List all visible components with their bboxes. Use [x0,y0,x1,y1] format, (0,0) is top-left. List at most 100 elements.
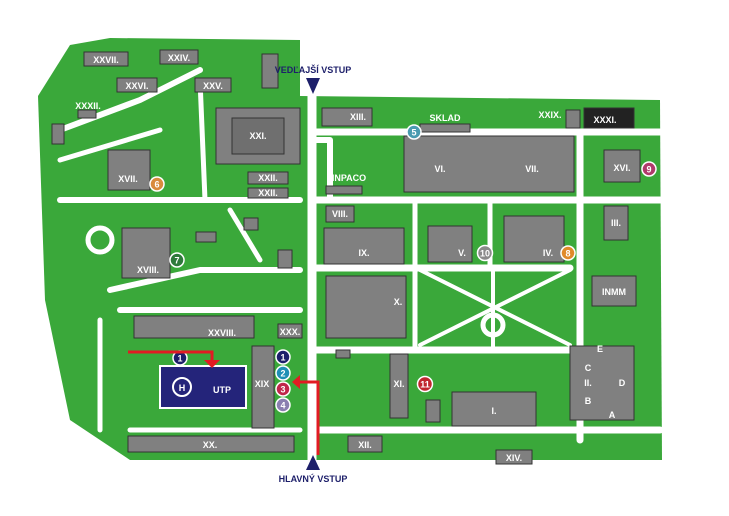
marker-2-circle [275,365,291,381]
building-iii [603,205,629,241]
label-vii: VII. [525,164,539,174]
marker-11-circle [416,375,434,393]
marker-11[interactable]: 11 [416,375,434,393]
label-xxvii: XXVII. [93,55,119,65]
label-b: B [585,396,592,406]
marker-6-circle [149,176,165,192]
building-small-1 [243,217,259,231]
marker-5-circle [406,124,422,140]
arrow-head-xix [292,375,300,389]
building-sklad [419,123,471,133]
label-xxxii: XXXII. [75,101,101,111]
label-xvii: XVII. [118,174,138,184]
utp-label: UTP [213,385,231,395]
building-xxvi [116,77,158,93]
label-inmm: INMM [602,287,626,297]
marker-3-circle [275,381,291,397]
building-xxx [277,323,303,339]
label-i: I. [491,406,496,416]
building-ix [323,227,405,265]
hospital-icon [172,377,192,397]
marker-1-xix-label: 1 [280,353,285,363]
label-iii: III. [611,218,621,228]
building-small-2 [277,249,293,269]
road-west-5 [197,77,208,203]
marker-1-xix-circle [275,349,291,365]
label-xxix: XXIX. [538,110,561,120]
marker-4-circle [275,397,291,413]
label-xiv: XIV. [506,453,522,463]
marker-9[interactable]: 9 [641,161,657,177]
marker-3[interactable]: 3 [275,381,291,397]
hospital-symbol: H [179,383,186,393]
label-xxii-b: XXII. [258,188,278,198]
marker-7-label: 7 [174,256,179,266]
label-inpaco: INPACO [332,173,366,183]
route-to-utp [128,350,214,360]
marker-1-xix[interactable]: 1 [275,349,291,365]
marker-8-circle [560,245,576,261]
roundabout-west [85,225,115,255]
marker-5[interactable]: 5 [406,124,422,140]
building-vi-vii [403,135,575,193]
building-xxv [194,77,232,93]
building-xii [347,435,383,453]
entrance-main-label: HLAVNÝ VSTUP [279,473,348,484]
marker-10[interactable]: 10 [476,244,494,262]
marker-2[interactable]: 2 [275,365,291,381]
road-inpaco-loop [309,137,333,201]
markers: 5 6 9 7 10 8 11 1 [149,124,657,413]
road-west-3 [107,267,303,293]
marker-8-label: 8 [565,249,570,259]
marker-8[interactable]: 8 [560,245,576,261]
building-xix [251,345,275,429]
building-thin-top [261,53,279,89]
building-small-3 [195,231,217,243]
building-xiii [321,107,373,127]
building-xx [127,435,295,453]
building-xxxii-b [51,123,65,145]
building-e-a-cluster [569,345,635,421]
arrow-head-utp [204,360,220,368]
marker-10-label: 10 [480,249,490,259]
marker-4[interactable]: 4 [275,397,291,413]
marker-11-label: 11 [420,380,430,390]
buildings [51,49,641,465]
label-xii: XII. [358,440,372,450]
building-xxxi [583,107,635,129]
label-ix: IX. [358,248,369,258]
building-labels: XXVII. XXIV. XXVI. XXV. XXXII. XXI. XXII… [75,53,630,463]
building-xxviii [133,315,255,339]
building-small-5 [425,399,441,423]
label-v: V. [458,248,466,258]
entrance-main[interactable]: HLAVNÝ VSTUP [279,455,348,484]
label-c: C [585,363,592,373]
marker-9-label: 9 [646,165,651,175]
building-i [451,391,537,427]
marker-6-label: 6 [154,180,159,190]
label-xi: XI. [393,379,404,389]
label-sklad: SKLAD [430,113,461,123]
building-v [427,225,473,263]
marker-9-circle [641,161,657,177]
label-vi: VI. [434,164,445,174]
marker-3-label: 3 [280,385,285,395]
entrance-side[interactable]: VEDĽAJŠÍ VSTUP [275,64,352,94]
marker-10-circle [476,244,494,262]
marker-4-label: 4 [280,401,285,411]
marker-7[interactable]: 7 [169,252,185,268]
label-a: A [609,410,616,420]
label-xxv: XXV. [203,81,223,91]
building-xxii-a [247,171,289,185]
marker-6[interactable]: 6 [149,176,165,192]
label-x: X. [394,297,403,307]
label-xviii: XVIII. [137,265,159,275]
building-small-4 [335,349,351,359]
label-xxxi: XXXI. [593,115,616,125]
marker-1-utp-label: 1 [177,354,182,364]
label-xix: XIX [255,379,270,389]
label-xxviii: XXVIII. [208,328,236,338]
roundabout-park [480,312,506,338]
label-xvi: XVI. [613,163,630,173]
building-xvi [603,149,641,183]
